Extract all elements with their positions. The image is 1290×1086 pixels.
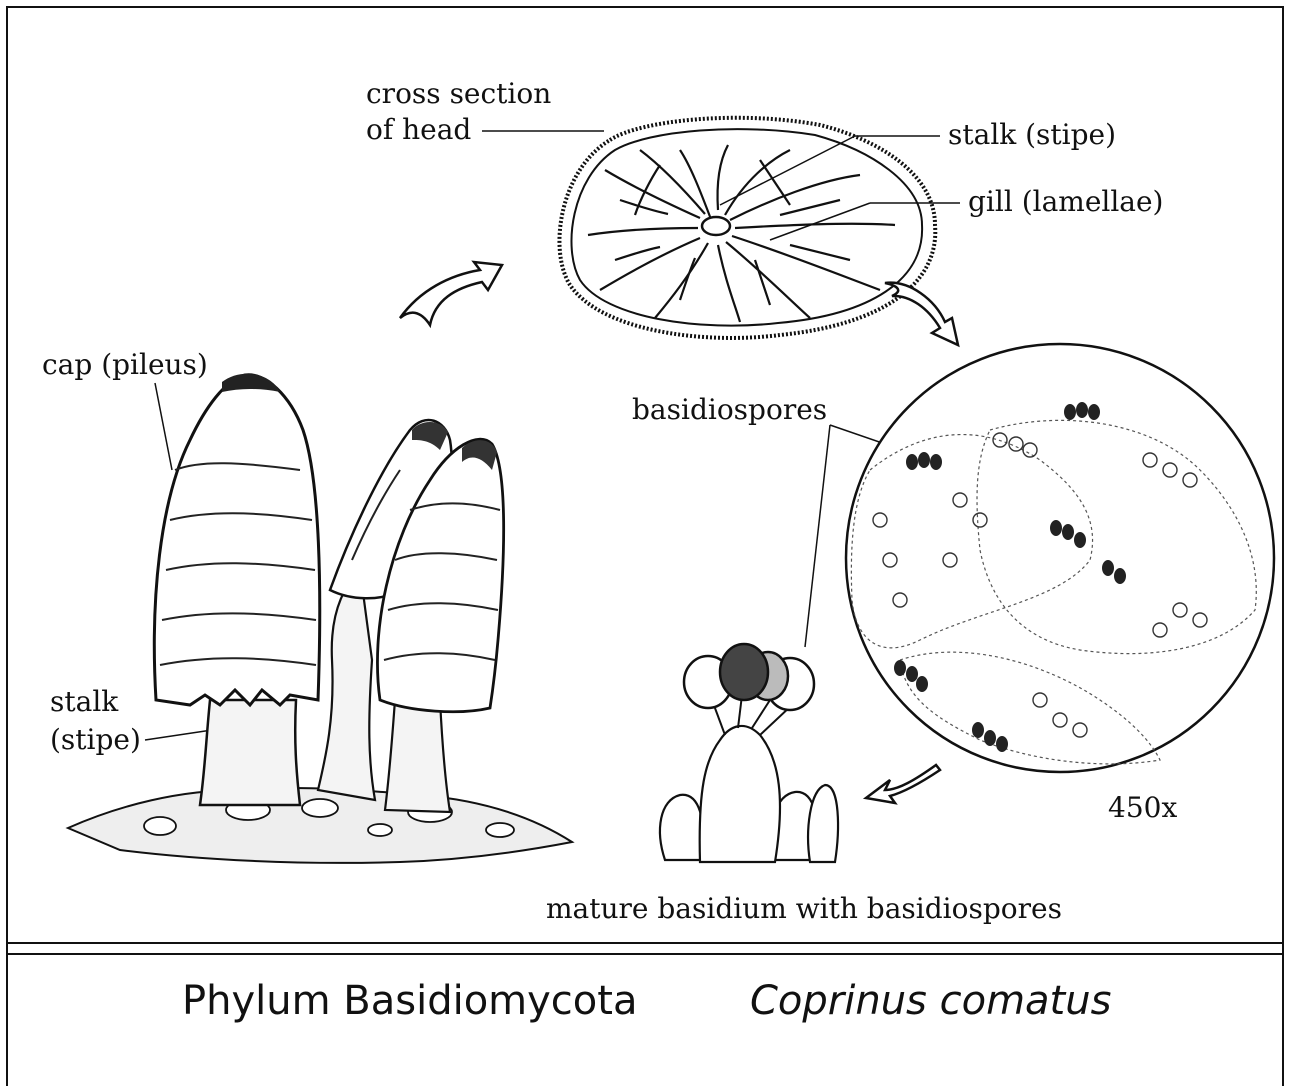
label-stalk-line2: (stipe)	[50, 724, 141, 756]
label-cap: cap (pileus)	[42, 349, 208, 381]
mushroom-illustration	[68, 374, 572, 863]
cross-section-illustration	[559, 118, 935, 338]
label-stalk-stipe-top: stalk (stipe)	[948, 119, 1116, 151]
label-gill: gill (lamellae)	[968, 186, 1163, 218]
microscope-view	[846, 344, 1274, 772]
caption-species: Coprinus comatus	[750, 978, 1111, 1024]
basidium-illustration	[660, 644, 838, 862]
caption-phylum: Phylum Basidiomycota	[182, 978, 637, 1024]
label-magnification: 450x	[1108, 792, 1177, 824]
label-stalk-line1: stalk	[50, 686, 118, 718]
label-basidiospores: basidiospores	[632, 394, 827, 426]
label-cross-section-line2: of head	[366, 114, 471, 146]
label-cross-section-line1: cross section	[366, 78, 551, 110]
label-mature-basidium: mature basidium with basidiospores	[546, 893, 1062, 925]
